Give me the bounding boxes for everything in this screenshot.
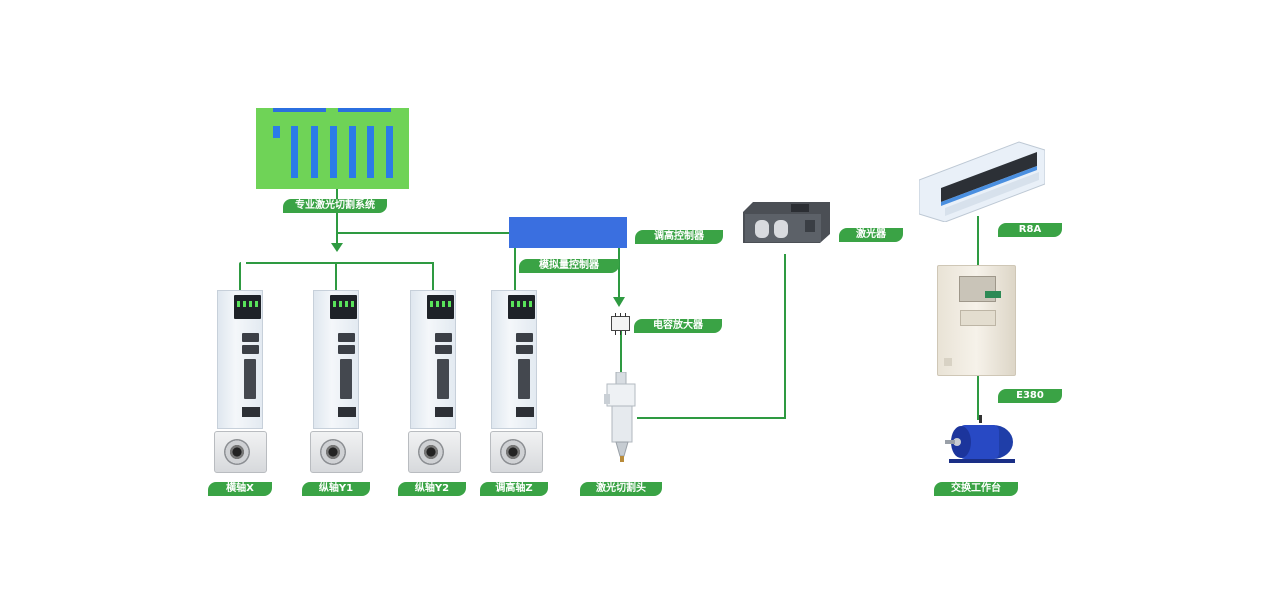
label-system: 专业激光切割系统 <box>283 199 387 213</box>
servo-drive-y1 <box>313 290 359 429</box>
decorative-bar <box>338 108 391 112</box>
connector-line <box>618 248 620 298</box>
label-cutting-head: 激光切割头 <box>580 482 662 496</box>
connector-line <box>246 262 432 264</box>
servo-motor-y2 <box>408 431 461 473</box>
servo-motor-z <box>490 431 543 473</box>
connector-line <box>784 254 786 419</box>
servo-drive-x <box>217 290 263 429</box>
label-axis-x: 横轴X <box>208 482 272 496</box>
label-height-controller: 调高控制器 <box>635 230 723 244</box>
decorative-bar <box>386 126 393 178</box>
laser-source-graphic <box>743 202 830 243</box>
connector-line <box>335 262 337 292</box>
connector-line <box>337 232 509 234</box>
label-analog-controller: 模拟量控制器 <box>519 259 619 273</box>
connector-line <box>977 376 979 420</box>
analog-controller-box <box>509 217 627 248</box>
arrow-down-icon <box>613 297 625 307</box>
servo-motor-y1 <box>310 431 363 473</box>
label-axis-z: 调高轴Z <box>480 482 548 496</box>
label-capacitor-amplifier: 电容放大器 <box>634 319 722 333</box>
connector-line <box>637 417 786 419</box>
label-e380: E380 <box>998 389 1062 403</box>
connector-line <box>620 331 622 373</box>
decorative-bar <box>330 126 337 178</box>
decorative-bar <box>273 126 280 138</box>
connector-line <box>977 216 979 266</box>
laser-cutting-head-graphic <box>604 372 636 462</box>
decorative-bar <box>367 126 374 178</box>
exchange-table-motor-graphic <box>945 415 1015 463</box>
servo-motor-x <box>214 431 267 473</box>
label-exchange-table: 交换工作台 <box>934 482 1018 496</box>
servo-drive-z <box>491 290 537 429</box>
laser-cutting-system-graphic <box>256 108 409 189</box>
label-axis-y2: 纵轴Y2 <box>398 482 466 496</box>
connector-line <box>336 189 338 245</box>
r8a-controller-graphic <box>919 141 1045 222</box>
e380-inverter-graphic <box>937 265 1016 376</box>
connector-line <box>514 248 516 292</box>
decorative-bar <box>273 108 326 112</box>
label-laser: 激光器 <box>839 228 903 242</box>
connector-line <box>432 262 434 292</box>
decorative-bar <box>349 126 356 178</box>
decorative-bar <box>291 126 298 178</box>
connector-line <box>239 262 241 292</box>
arrow-down-icon <box>331 243 343 252</box>
decorative-bar <box>311 126 318 178</box>
servo-drive-y2 <box>410 290 456 429</box>
label-r8a: R8A <box>998 223 1062 237</box>
capacitor-amplifier-icon <box>611 313 630 335</box>
label-axis-y1: 纵轴Y1 <box>302 482 370 496</box>
